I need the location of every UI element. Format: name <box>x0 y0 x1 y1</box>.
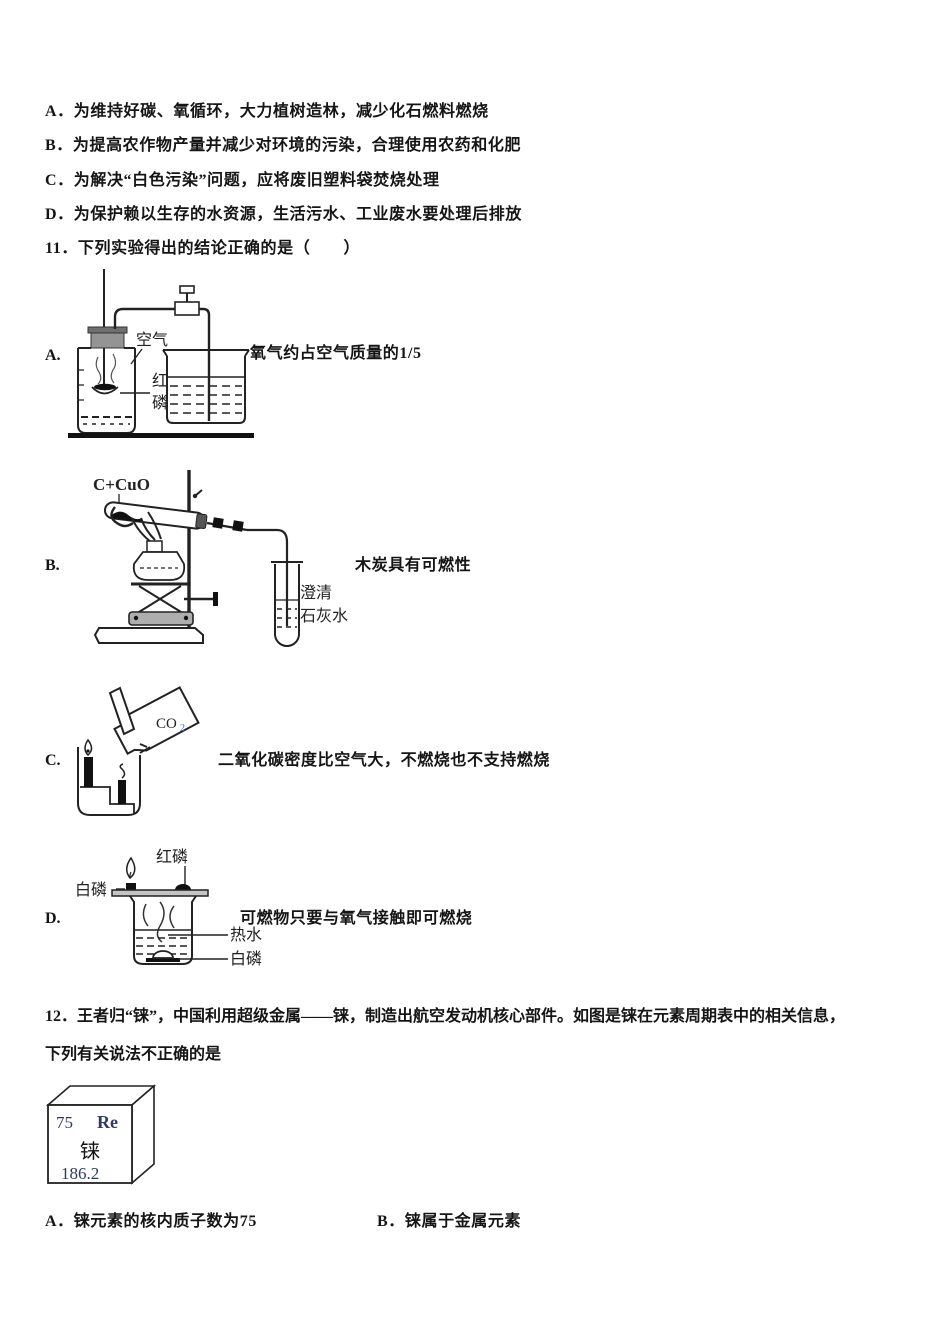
connecting-tube <box>113 307 211 421</box>
limewater-label-1: 澄清 <box>300 584 332 602</box>
water-beaker <box>162 349 250 424</box>
limewater-test-tube <box>271 561 303 647</box>
reaction-test-tube <box>103 501 208 530</box>
intro-option-d: D．为保护赖以生存的水资源，生活污水、工业废水要处理后排放 <box>45 206 522 223</box>
intro-option-b: B．为提高农作物产量并减少对环境的污染，合理使用农药和化肥 <box>45 137 522 154</box>
scissor-jack <box>128 582 218 626</box>
extinguished-candle <box>118 763 126 804</box>
tube-connector <box>232 520 244 532</box>
q11-option-b-label: B. <box>45 557 60 574</box>
candle-beaker <box>77 743 151 816</box>
question-11-stem: 11．下列实验得出的结论正确的是（ ） <box>45 240 361 257</box>
air-pointer-line <box>130 348 143 365</box>
diagram-a-apparatus: 空气 红 磷 <box>68 269 254 438</box>
red-phosphorus-label-2: 磷 <box>152 394 168 412</box>
alcohol-lamp <box>110 506 186 581</box>
tube-connector <box>212 517 224 529</box>
iron-stand <box>93 470 204 644</box>
stopcock-valve-icon <box>174 285 200 316</box>
q12-option-b: B．铼属于金属元素 <box>377 1213 522 1230</box>
reactant-label: C+CuO <box>93 475 150 494</box>
metal-plate <box>111 889 209 897</box>
co2-subscript: 2 <box>180 723 185 734</box>
white-phosphorus-underwater-lump <box>152 950 174 959</box>
element-cell-cube: 75 Re 铼 186.2 <box>45 1084 157 1185</box>
diagram-b-apparatus: C+CuO <box>93 470 348 647</box>
bottle-lid-plate <box>108 686 136 736</box>
limewater-label-2: 石灰水 <box>300 607 348 625</box>
intro-option-a: A．为维持好碳、氧循环，大力植树造林，减少化石燃料燃烧 <box>45 103 489 120</box>
atomic-number: 75 <box>56 1113 73 1132</box>
q11-option-b-conclusion: 木炭具有可燃性 <box>355 557 472 574</box>
q11-option-c-conclusion: 二氧化碳密度比空气大，不燃烧也不支持燃烧 <box>218 752 551 769</box>
red-phosphorus-label-1: 红 <box>152 372 168 390</box>
q12-option-a: A．铼元素的核内质子数为75 <box>45 1213 257 1230</box>
diagram-d-apparatus: 红磷 白磷 热水 白磷 <box>75 848 262 968</box>
white-phosphorus-plate-label: 白磷 <box>75 881 107 899</box>
element-name: 铼 <box>80 1140 100 1163</box>
diagram-c-apparatus: CO 2 <box>77 686 200 816</box>
air-label: 空气 <box>136 331 168 349</box>
submerged-support <box>146 958 180 962</box>
burning-white-phosphorus <box>126 856 136 890</box>
cube-front-face <box>47 1104 133 1184</box>
element-symbol: Re <box>97 1112 118 1132</box>
question-12-stem-line1: 12．王者归“铼”，中国利用超级金属——铼，制造出航空发动机核心部件。如图是铼在… <box>45 1008 846 1025</box>
hot-water-beaker <box>129 895 197 965</box>
bench-line <box>68 433 254 438</box>
atomic-mass: 186.2 <box>61 1164 99 1183</box>
gas-bottle <box>77 269 136 434</box>
q11-option-d-label: D. <box>45 910 61 927</box>
co2-label: CO <box>156 716 177 732</box>
q11-option-a-label: A. <box>45 347 61 364</box>
q11-option-c-label: C. <box>45 752 61 769</box>
q11-option-d-conclusion: 可燃物只要与氧气接触即可燃烧 <box>240 910 473 927</box>
burning-candle <box>84 738 93 787</box>
white-phosphorus-underwater-label: 白磷 <box>230 950 262 968</box>
red-phosphorus-lump <box>175 884 191 890</box>
q11-option-a-conclusion: 氧气约占空气质量的1/5 <box>250 345 422 362</box>
hot-water-label: 热水 <box>230 926 262 944</box>
question-12-stem-line2: 下列有关说法不正确的是 <box>45 1046 222 1063</box>
intro-option-c: C．为解决“白色污染”问题，应将废旧塑料袋焚烧处理 <box>45 172 440 189</box>
red-phosphorus-label: 红磷 <box>156 848 188 866</box>
